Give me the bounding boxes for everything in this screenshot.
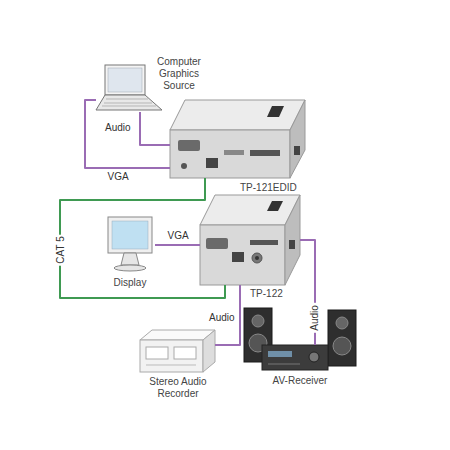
device-label: Display [100,277,160,289]
signal-label: Audio [309,303,321,333]
laptop-illustration-part [102,106,156,107]
speaker-illustration-part [333,337,351,355]
tp121edid-illustration-part [181,163,187,169]
receiver-device: TP-122 [200,195,300,285]
device-label: Computer Graphics Source [150,56,208,92]
laptop-illustration-part [104,103,152,104]
tp122-illustration-part [206,238,228,249]
signal-label: CAT 5 [54,234,66,265]
device-label: TP-121EDID [240,182,310,194]
device-label: AV-Receiver [260,375,340,387]
device-label: Stereo Audio Recorder [138,376,218,400]
cable-connector [60,178,225,298]
device-label: TP-122 [250,288,300,300]
tp121edid-illustration-part [267,106,284,117]
laptop-illustration-part [96,95,162,110]
tp121edid-illustration-part [178,140,200,151]
receiver-illustration-part [268,364,300,365]
recorder-illustration-part [203,330,215,372]
laptop-illustration-part [105,65,145,95]
tp122-illustration-part [200,195,300,225]
recorder-illustration-part [146,347,168,359]
laptop-device: Computer Graphics Source [96,64,162,112]
receiver-illustration-part [262,345,328,370]
tp122-illustration-part [252,253,262,263]
tp121edid-illustration-part [250,150,280,156]
display-illustration-part [108,217,152,253]
tp122-illustration-part [285,195,300,285]
tp121edid-illustration-part [170,130,290,178]
extender-device: TP-121EDID [170,100,305,178]
recorder-device: Stereo Audio Recorder [140,330,215,372]
cable-connector [85,100,170,168]
display-illustration [108,217,152,271]
tp122-illustration [200,195,300,285]
recorder-illustration-part [174,347,196,359]
tp122-illustration-part [232,252,244,262]
tp122-illustration-part [250,240,278,245]
av-receiver-device: AV-Receiver [262,345,338,370]
display-illustration-part [112,221,148,249]
laptop-illustration-part [108,68,142,92]
laptop-illustration-part [106,99,148,100]
tp121edid-illustration-part [290,100,305,178]
receiver-illustration-part [268,351,292,357]
speaker-illustration-part [336,317,348,329]
cable-connector [155,244,200,246]
tp121edid-illustration [170,100,305,178]
signal-label: Audio [103,122,133,134]
laptop-illustration [96,65,162,110]
signal-label: VGA [166,230,191,242]
tp122-illustration-part [267,201,283,211]
tp122-illustration-part [255,256,259,260]
receiver-illustration [262,345,328,370]
signal-label: Audio [207,312,237,324]
tp121edid-illustration-part [170,100,305,130]
speaker-illustration-part [328,310,356,366]
recorder-illustration-part [140,330,215,340]
signal-label: VGA [106,171,131,183]
recorder-illustration-part [146,365,196,366]
receiver-illustration-part [309,352,319,362]
tp121edid-illustration-part [224,150,244,155]
display-illustration-part [121,253,139,265]
recorder-illustration [140,330,215,372]
tp121edid-illustration-part [206,158,218,168]
tp122-illustration-part [289,240,295,249]
recorder-illustration-part [140,340,203,372]
cable-connector [140,112,170,145]
speaker-illustration-part [252,315,264,327]
display-device: Display [105,215,155,273]
display-illustration-part [114,265,146,271]
tp122-illustration-part [200,225,285,285]
tp121edid-illustration-part [294,146,300,155]
